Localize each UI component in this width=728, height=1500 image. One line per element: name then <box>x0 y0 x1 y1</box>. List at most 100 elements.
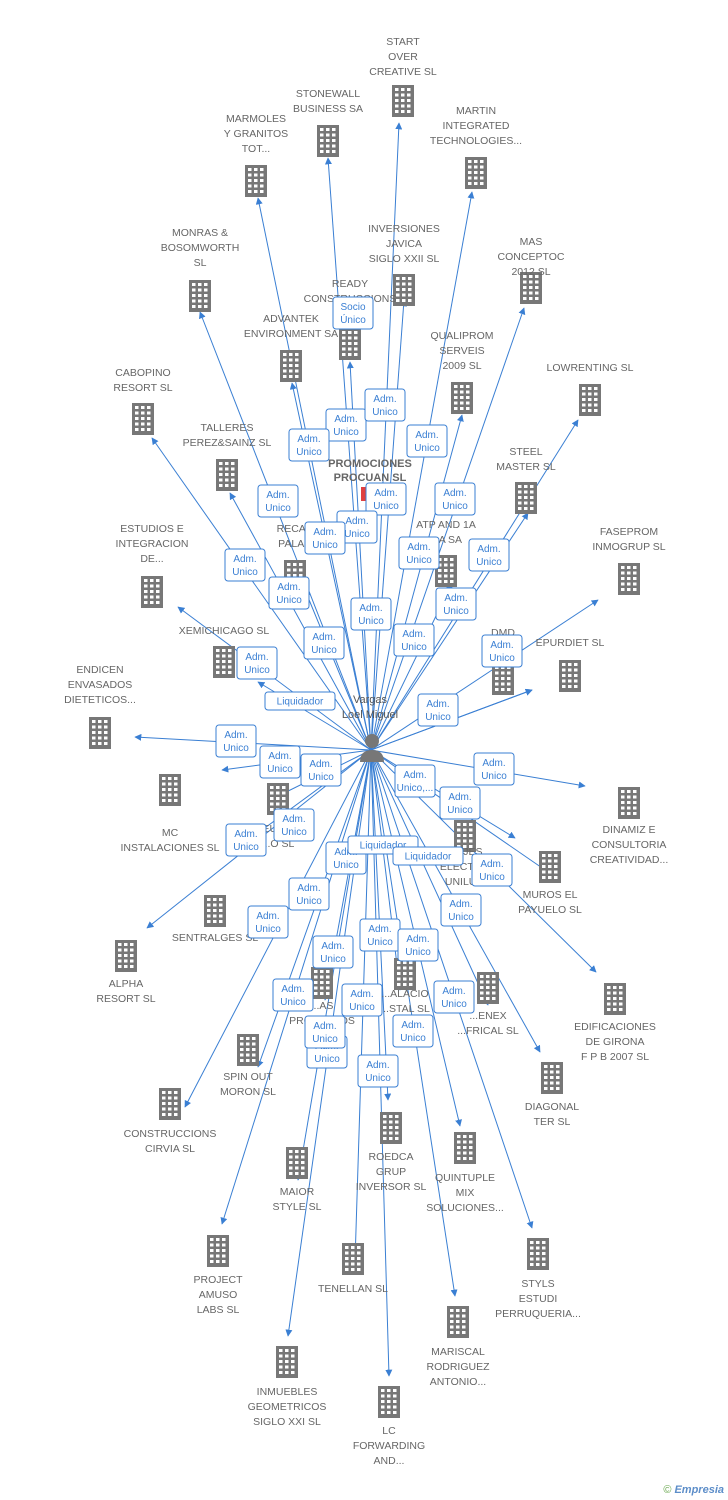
building-icon <box>159 1088 181 1120</box>
role-label: Adm. <box>297 883 320 894</box>
role-label: Adm. <box>444 593 467 604</box>
role-label: Unico <box>448 912 474 923</box>
role-label: Adm. <box>359 603 382 614</box>
role-label: Adm. <box>266 490 289 501</box>
company-node[interactable]: MARISCALRODRIGUEZANTONIO... <box>427 1306 491 1388</box>
company-node[interactable]: ...ALACIO...STAL SL <box>380 958 430 1015</box>
role-label: Adm. <box>482 758 505 769</box>
company-node[interactable]: ESTUDIOS EINTEGRACIONDE... <box>116 523 189 608</box>
role-label: Adm. <box>234 829 257 840</box>
copyright-icon: © <box>663 1484 672 1496</box>
company-label: INVERSOR SL <box>356 1181 427 1193</box>
company-node[interactable]: LOWRENTING SL <box>547 362 634 416</box>
role-badge: Adm.Unico <box>303 626 345 660</box>
role-label: Adm. <box>313 527 336 538</box>
company-label: STONEWALL <box>296 88 360 100</box>
company-node[interactable]: EPURDIET SL <box>536 637 605 692</box>
company-node[interactable]: STYLSESTUDIPERRUQUERIA... <box>495 1238 581 1320</box>
edge-line <box>255 197 372 751</box>
company-node[interactable]: XEMICHICAGO SL <box>179 625 270 678</box>
edge-line <box>370 414 464 751</box>
footer-brand[interactable]: ©Empresia <box>663 1484 724 1496</box>
building-icon <box>559 660 581 692</box>
company-label: MARMOLES <box>226 113 286 125</box>
company-label: INVERSIONES <box>368 223 440 235</box>
company-node[interactable]: ...ENEX...FRICAL SL <box>457 972 519 1037</box>
edge-line <box>370 122 403 751</box>
role-badge: Adm.Unico <box>433 980 475 1014</box>
company-node[interactable]: DMD <box>491 627 515 695</box>
company-label: RESORT SL <box>96 993 155 1005</box>
role-badge: Adm.Unico <box>215 724 257 758</box>
company-label: INMOGRUP SL <box>592 541 665 553</box>
company-label: CREATIVE SL <box>369 66 437 78</box>
role-label: Adm. <box>282 814 305 825</box>
company-node[interactable]: TENELLAN SL <box>318 1243 388 1295</box>
role-label: Unico <box>312 1034 338 1045</box>
role-label: Adm. <box>277 582 300 593</box>
company-node[interactable]: SENTRALGES SL <box>172 895 259 944</box>
person-name-line1: Vargas <box>353 694 388 706</box>
role-label: Unico <box>333 427 359 438</box>
building-icon <box>216 459 238 491</box>
main-company-node[interactable]: PROMOCIONES PROCUAN SL <box>328 458 412 501</box>
company-node[interactable]: DINAMIZ ECONSULTORIACREATIVIDAD... <box>590 787 669 866</box>
role-label: Unico <box>358 616 384 627</box>
building-icon <box>378 1386 400 1418</box>
role-label: Unico <box>280 997 306 1008</box>
role-label: Unico <box>267 764 293 775</box>
role-label: Unico <box>244 665 270 676</box>
company-label: PAYUELO SL <box>518 904 582 916</box>
role-label: Unico <box>223 743 249 754</box>
company-node[interactable]: ENDICENENVASADOSDIETETICOS... <box>64 664 136 749</box>
role-badge: Adm.Unico <box>272 978 314 1012</box>
role-label: Unico <box>312 540 338 551</box>
role-label: Unico <box>405 947 431 958</box>
company-label: TER SL <box>534 1116 571 1128</box>
role-badge: Adm.Unico <box>224 548 266 582</box>
company-label: MARISCAL <box>431 1346 485 1358</box>
company-label: Y GRANITOS <box>224 128 288 140</box>
building-icon <box>339 328 361 360</box>
role-badge: Adm.Unico <box>273 808 315 842</box>
role-label: Adm. <box>401 1020 424 1031</box>
role-label: Adm. <box>443 488 466 499</box>
company-label: LABS SL <box>197 1304 240 1316</box>
company-node[interactable]: LCFORWARDINGAND... <box>353 1386 425 1467</box>
company-node[interactable]: QUINTUPLEMIXSOLUCIONES... <box>426 1132 504 1214</box>
role-label: Adm. <box>321 941 344 952</box>
role-label: Adm. <box>426 699 449 710</box>
person-node[interactable]: Vargas Loel Miguel <box>342 694 398 762</box>
role-label: Unico <box>441 999 467 1010</box>
role-label: Unico <box>481 771 507 782</box>
building-icon <box>604 983 626 1015</box>
company-node[interactable]: MARTININTEGRATEDTECHNOLOGIES... <box>430 105 522 189</box>
person-icon-body <box>360 750 384 762</box>
role-badge: Adm.Unico <box>398 536 440 570</box>
